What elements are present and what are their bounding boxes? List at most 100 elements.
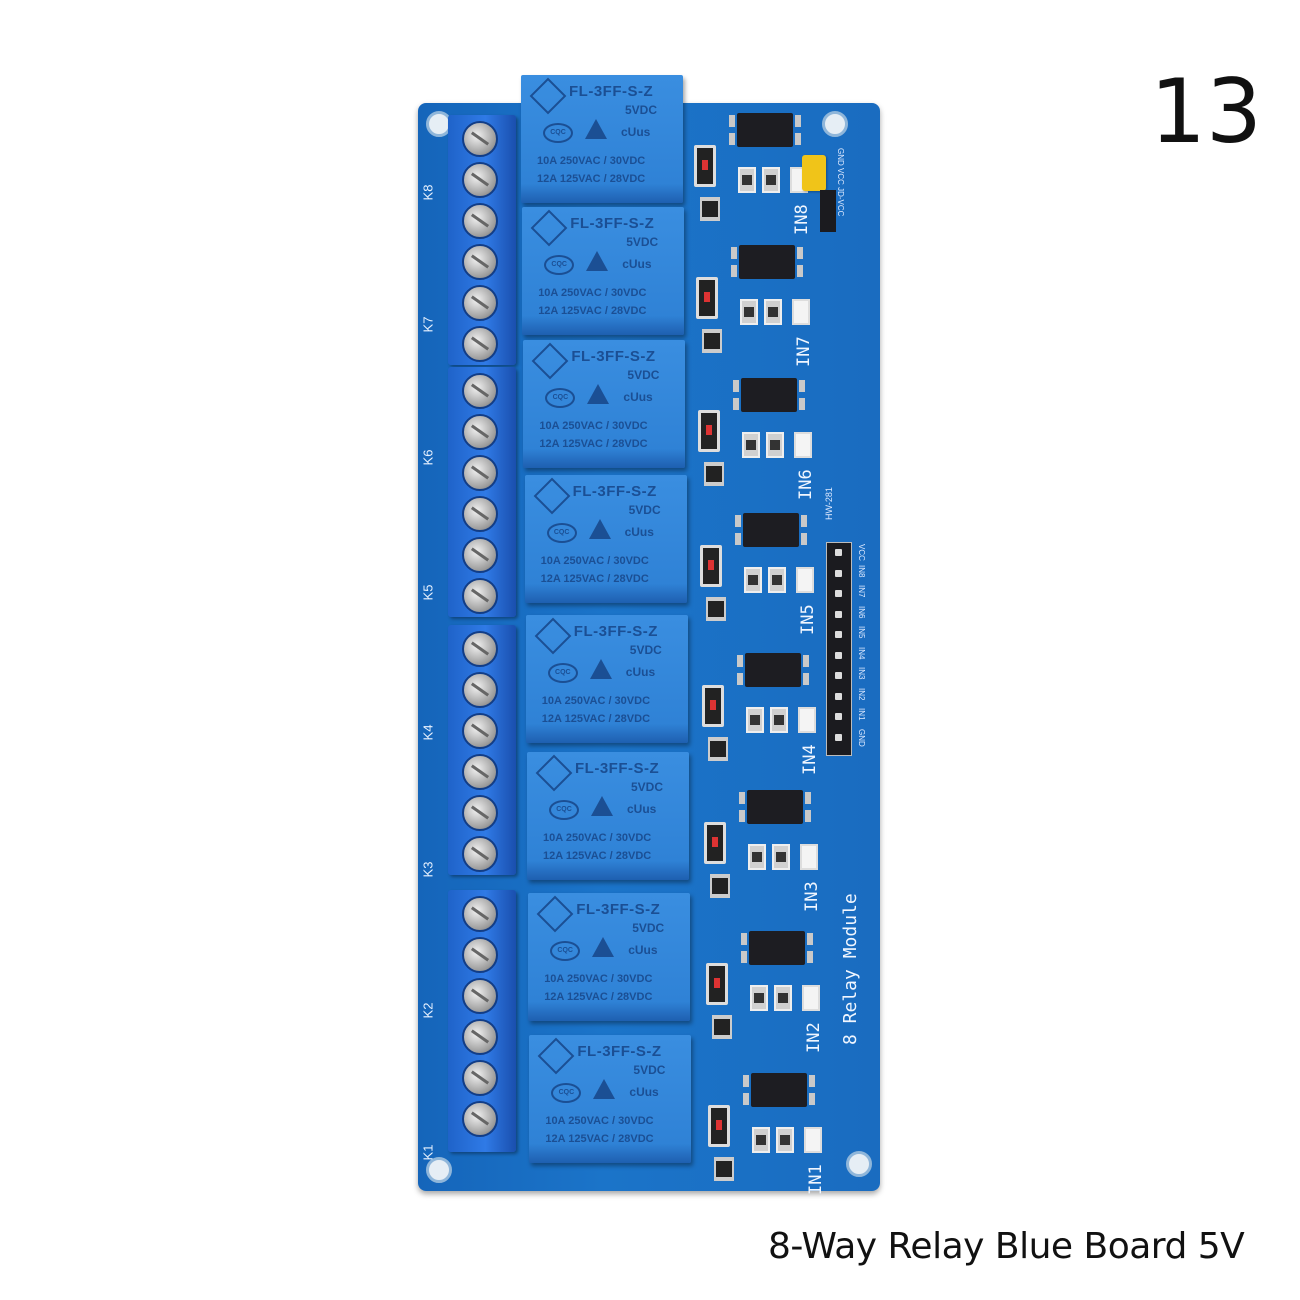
status-led — [802, 985, 820, 1011]
resistor — [700, 545, 722, 587]
safety-triangle-icon — [585, 119, 607, 139]
relay-rating: 12A 125VAC / 28VDC — [539, 438, 648, 450]
transistor — [712, 1015, 732, 1039]
relay-logo-icon — [536, 895, 574, 933]
relay-model: FL-3FF-S-Z — [571, 348, 656, 365]
ul-cert-icon: cUus — [625, 665, 656, 679]
smd-resistor — [746, 707, 764, 733]
header-pin-label: IN8 — [857, 564, 866, 577]
terminal-block — [448, 367, 516, 617]
relay-coil-voltage: 5VDC — [626, 235, 659, 249]
status-led — [796, 567, 814, 593]
smd-resistor — [740, 299, 758, 325]
input-label: IN7 — [794, 336, 814, 367]
ul-cert-icon: cUus — [621, 125, 651, 139]
relay-rating: 12A 125VAC / 28VDC — [543, 850, 652, 862]
terminal-screw — [462, 537, 498, 573]
header-pin — [835, 733, 842, 741]
smd-resistor — [768, 567, 786, 593]
input-label: IN3 — [802, 881, 822, 912]
header-pin — [835, 549, 842, 556]
cqc-cert-icon: CQC — [545, 388, 576, 408]
resistor — [704, 822, 726, 864]
header-pin — [835, 713, 842, 720]
resistor — [702, 685, 724, 727]
terminal-screw — [462, 244, 498, 280]
channel-label: K6 — [420, 449, 436, 466]
header-pin — [835, 590, 842, 597]
relay-coil-voltage: 5VDC — [632, 921, 665, 935]
terminal-screw — [462, 978, 498, 1014]
relay-logo-icon — [533, 477, 570, 515]
header-pin-label: IN7 — [857, 585, 866, 598]
relay-rating: 10A 250VAC / 30VDC — [544, 973, 653, 985]
relay-coil-voltage: 5VDC — [625, 103, 658, 117]
channel-label: K7 — [420, 316, 436, 333]
smd-resistor — [744, 567, 762, 593]
relay-logo-icon — [534, 617, 572, 655]
jumper-label: GND VCC JD-VCC — [836, 148, 845, 217]
header-pin — [835, 569, 842, 577]
product-caption: 8-Way Relay Blue Board 5V — [768, 1226, 1245, 1267]
input-label: IN1 — [806, 1164, 826, 1195]
transistor — [706, 597, 726, 621]
relay-model: FL-3FF-S-Z — [570, 215, 655, 232]
terminal-screw — [462, 754, 498, 790]
relay-coil-voltage: 5VDC — [627, 368, 660, 382]
optocoupler — [729, 113, 801, 147]
terminal-block — [448, 890, 516, 1152]
safety-triangle-icon — [589, 659, 612, 679]
relay-rating: 12A 125VAC / 28VDC — [537, 173, 646, 185]
relay-coil-voltage: 5VDC — [628, 503, 661, 517]
terminal-screw — [462, 795, 498, 831]
relay-model: FL-3FF-S-Z — [569, 83, 654, 100]
ul-cert-icon: cUus — [624, 525, 654, 539]
relay-rating: 12A 125VAC / 28VDC — [544, 991, 653, 1003]
optocoupler — [731, 245, 803, 279]
transistor — [710, 874, 730, 898]
terminal-screw — [462, 203, 498, 239]
safety-triangle-icon — [587, 384, 610, 404]
transistor — [700, 197, 720, 221]
image-number-badge: 13 — [1150, 60, 1262, 163]
smd-resistor — [748, 844, 766, 870]
terminal-screw — [462, 373, 498, 409]
transistor — [714, 1157, 734, 1181]
channel-label: K4 — [420, 724, 436, 741]
relay-model: FL-3FF-S-Z — [576, 901, 661, 918]
terminal-screw — [462, 836, 498, 872]
channel-label: K8 — [420, 184, 436, 201]
status-led — [794, 432, 812, 458]
jd-vcc-jumper — [802, 155, 826, 191]
board-model-label: HW-281 — [824, 487, 834, 520]
relay-model: FL-3FF-S-Z — [575, 760, 660, 777]
relay-logo-icon — [532, 342, 569, 380]
terminal-screw — [462, 713, 498, 749]
smd-resistor — [750, 985, 768, 1011]
optocoupler — [743, 1073, 815, 1107]
relay-logo-icon — [529, 77, 567, 115]
smd-resistor — [766, 432, 784, 458]
channel-label: K2 — [420, 1002, 436, 1019]
terminal-screw — [462, 1019, 498, 1055]
resistor — [696, 277, 718, 319]
optocoupler — [739, 790, 811, 824]
relay-coil-voltage: 5VDC — [633, 1063, 666, 1077]
terminal-screw — [462, 631, 498, 667]
mounting-hole — [846, 1151, 872, 1177]
status-led — [800, 844, 818, 870]
transistor — [702, 329, 722, 353]
ul-cert-icon: cUus — [629, 1085, 659, 1099]
terminal-screw — [462, 496, 498, 532]
header-pin — [835, 651, 842, 659]
relay-logo-icon — [538, 1037, 575, 1075]
relay-rating: 10A 250VAC / 30VDC — [543, 832, 652, 844]
cqc-cert-icon: CQC — [551, 1083, 582, 1103]
transistor — [708, 737, 728, 761]
relay-model: FL-3FF-S-Z — [577, 1043, 662, 1060]
input-label: IN6 — [796, 469, 816, 500]
